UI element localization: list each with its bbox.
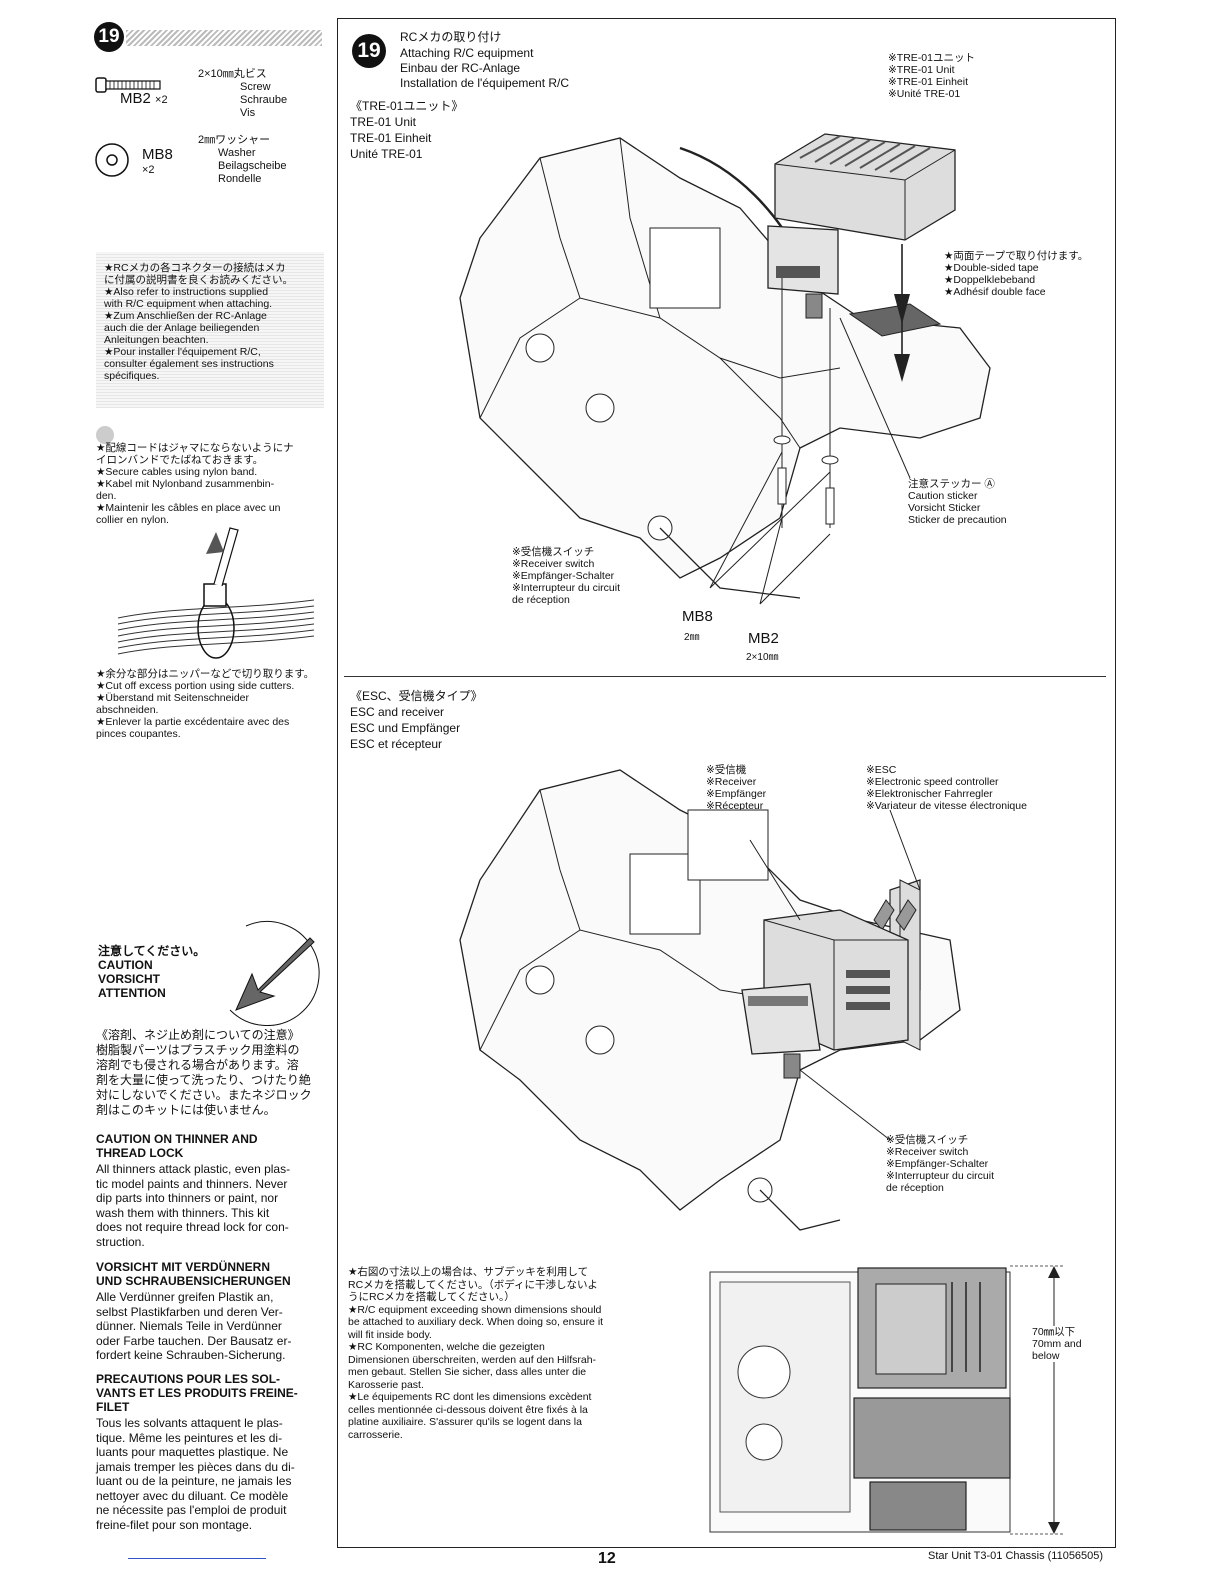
receiver-switch-label-2: ※受信機スイッチ ※Receiver switch ※Empfänger-Sch… (886, 1134, 995, 1194)
thinner-en-title: CAUTION ON THINNER AND THREAD LOCK (96, 1132, 258, 1160)
thinner-fr-title: PRECAUTIONS POUR LES SOL- VANTS ET LES P… (96, 1372, 298, 1414)
mb2-callout-size: 2×10㎜ (746, 652, 779, 663)
mb2-jp: 2×10㎜丸ビス (198, 68, 267, 80)
caution-label: 注意してください。 CAUTION VORSICHT ATTENTION (98, 944, 206, 1000)
step-header-bar (126, 30, 322, 46)
mb8-jp: 2㎜ワッシャー (198, 134, 271, 146)
esc-label: ※ESC ※Electronic speed controller ※Elekt… (866, 764, 1027, 812)
thinner-en-text: All thinners attack plastic, even plas- … (96, 1162, 291, 1249)
mb2-code: MB2 ×2 (120, 90, 168, 107)
mb8-fr: Rondelle (218, 173, 262, 185)
esc-heading: 《ESC、受信機タイプ》 ESC and receiver ESC und Em… (350, 689, 483, 751)
caution-arrow-icon (229, 921, 320, 1026)
mb2-fr: Vis (240, 107, 256, 119)
mb8-de: Beilagscheibe (218, 160, 287, 172)
tre01-chassis-illustration (459, 133, 991, 605)
rc-note-text: ★RCメカの各コネクターの接続はメカ に付属の説明書を良くお読みください。 ★A… (104, 262, 293, 382)
mb8-code: MB8 (142, 146, 173, 163)
step-title-fr: Installation de l'équipement R/C (400, 76, 570, 90)
step-badge-left: 19 (94, 22, 124, 52)
receiver-switch-label-1: ※受信機スイッチ ※Receiver switch ※Empfänger-Sch… (512, 546, 621, 606)
mb8-callout-code: MB8 (682, 608, 713, 625)
thinner-fr-text: Tous les solvants attaquent le plas- tiq… (96, 1416, 295, 1532)
tre-unit-label: ※TRE-01ユニット ※TRE-01 Unit ※TRE-01 Einheit… (888, 52, 975, 100)
thinner-jp: 《溶剤、ネジ止め剤についての注意》 樹脂製パーツはプラスチック用塗料の 溶剤でも… (96, 1028, 312, 1117)
footer-underline (128, 1558, 266, 1559)
step-title-en: Attaching R/C equipment (400, 46, 534, 60)
mb8-en: Washer (218, 147, 256, 159)
thinner-de-text: Alle Verdünner greifen Plastik an, selbs… (96, 1290, 292, 1362)
esc-chassis-illustration (459, 769, 961, 1231)
cable-note-dot (96, 426, 114, 444)
mb2-code-text: MB2 (120, 90, 151, 107)
rc-note-box (96, 252, 324, 408)
screw-icon (95, 77, 161, 93)
mb2-callout-code: MB2 (748, 630, 779, 647)
main-panel (337, 18, 1116, 1548)
tape-label: ★両面テープで取り付けます。 ★Double-sided tape ★Doppe… (944, 250, 1089, 298)
mb8-callout-size: 2㎜ (684, 632, 700, 643)
page-number: 12 (598, 1550, 616, 1567)
left-column: 19 MB2 ×2 2×10㎜丸ビス Screw Schraube Vis MB… (90, 18, 330, 1548)
receiver-label: ※受信機 ※Receiver ※Empfänger ※Récepteur (706, 764, 767, 812)
cut-note-text: ★余分な部分はニッパーなどで切り取ります。 ★Cut off excess po… (96, 668, 315, 740)
nylon-band-illustration (117, 527, 315, 659)
mb2-qty: ×2 (155, 94, 168, 106)
cable-note-text: ★配線コードはジャマにならないようにナ イロンバンドでたばねておきます。 ★Se… (96, 442, 294, 526)
mb2-en: Screw (240, 81, 271, 93)
mb8-qty: ×2 (142, 164, 155, 176)
step-title-jp: RCメカの取り付け (400, 30, 502, 44)
product-label: Star Unit T3-01 Chassis (11056505) (928, 1550, 1104, 1562)
dimension-note: ★右図の寸法以上の場合は、サブデッキを利用して RCメカを搭載してください。（ボ… (348, 1266, 604, 1441)
thinner-de-title: VORSICHT MIT VERDÜNNERN UND SCHRAUBENSIC… (96, 1260, 291, 1288)
step-title-de: Einbau der RC-Anlage (400, 61, 521, 75)
caution-sticker-label: 注意ステッカー Ⓐ Caution sticker Vorsicht Stick… (908, 478, 1007, 526)
tre-heading: 《TRE-01ユニット》 TRE-01 Unit TRE-01 Einheit … (350, 99, 464, 161)
height-label: 70㎜以下 70mm and below (1032, 1326, 1082, 1362)
section-divider (344, 676, 1106, 677)
step-badge-main: 19 (352, 34, 386, 68)
dimension-diagram (709, 1265, 1064, 1535)
mb2-de: Schraube (240, 94, 288, 106)
washer-icon (95, 143, 129, 177)
